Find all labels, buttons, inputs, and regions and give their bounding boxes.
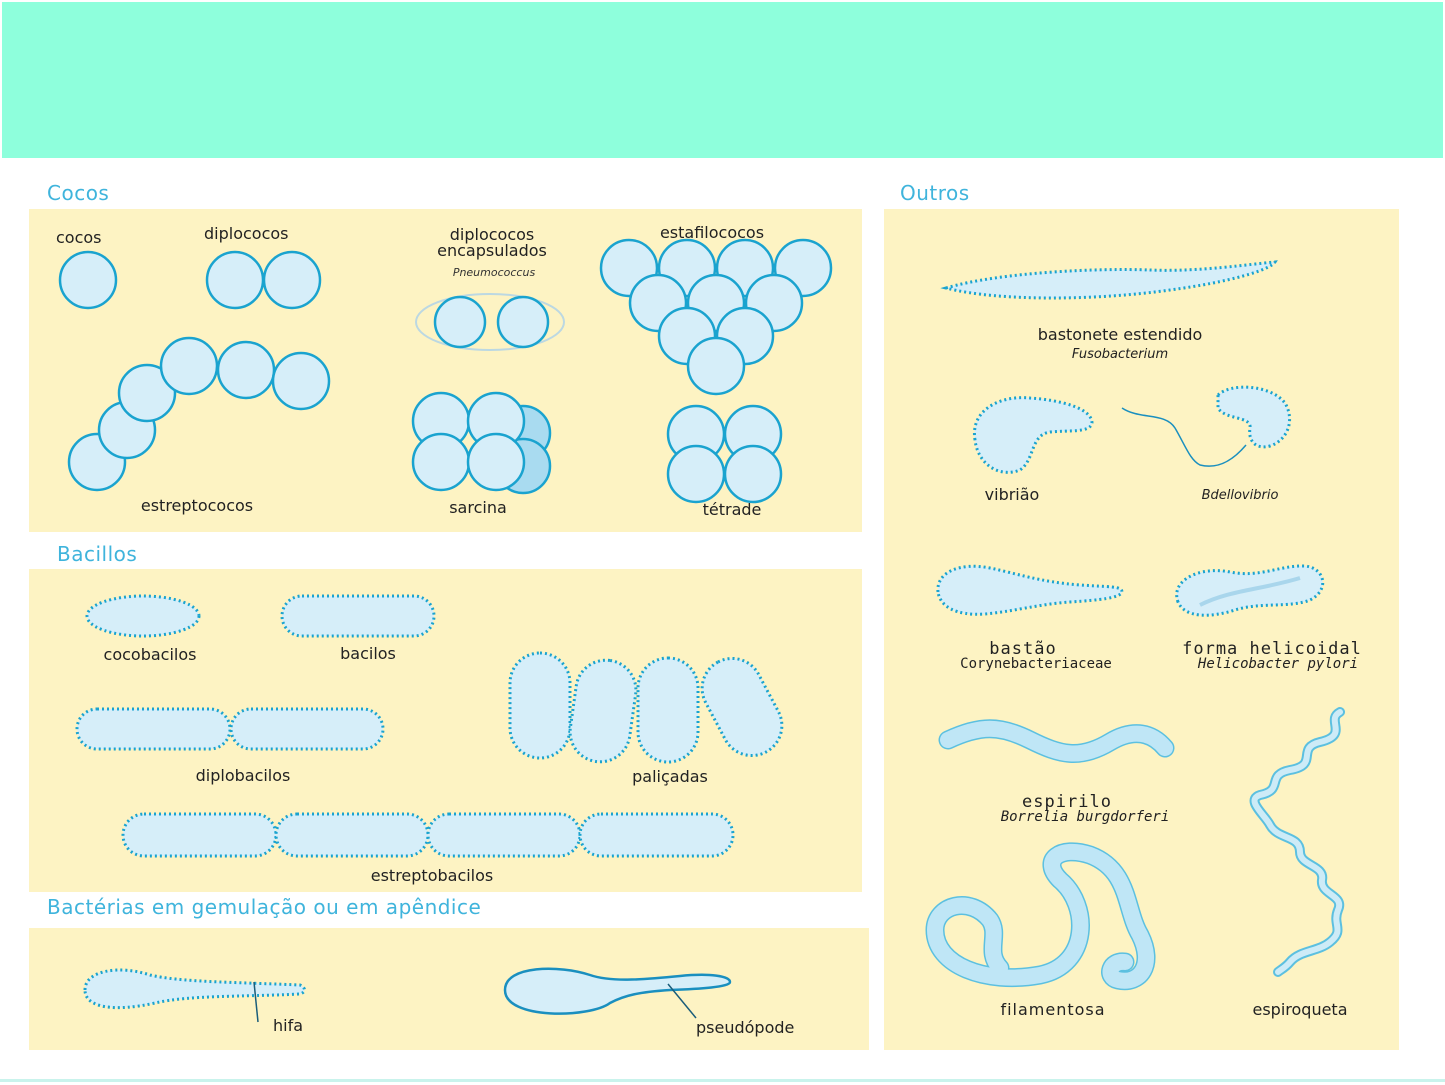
espiroqueta-illustration <box>1249 707 1345 977</box>
label-diplobacilos: diplobacilos <box>196 766 291 785</box>
estreptococos-illustration <box>67 336 331 492</box>
cocobacilos-illustration <box>85 594 201 638</box>
label-bdellovibrio: Bdellovibrio <box>1202 488 1279 503</box>
label-bacilos: bacilos <box>340 644 396 663</box>
label-corynebacteriaceae: Corynebacteriaceae <box>960 656 1112 672</box>
label-espirilo: espirilo <box>1022 792 1112 812</box>
bastao-illustration <box>936 564 1124 616</box>
palicadas-illustration <box>508 651 784 764</box>
label-diplococos-encapsulados-1: diplococos <box>450 225 535 244</box>
hifa-illustration <box>83 968 306 1023</box>
section-title-bacilos: Bacillos <box>57 542 138 566</box>
label-fusobacterium: Fusobacterium <box>1072 347 1168 362</box>
label-cocobacilos: cocobacilos <box>104 645 197 664</box>
label-tetrade: tétrade <box>703 500 762 519</box>
diplococos-encapsulados-illustration <box>415 293 565 351</box>
label-hifa: hifa <box>273 1016 303 1035</box>
filamentosa-illustration <box>925 842 1156 991</box>
estreptobacilos-illustration <box>121 812 735 858</box>
tetrade-illustration <box>666 404 783 504</box>
label-helicobacter: Helicobacter pylori <box>1197 656 1358 672</box>
label-borrelia: Borrelia burgdorferi <box>1001 809 1170 825</box>
label-bastao: bastão <box>989 639 1056 659</box>
diplococos-illustration <box>205 250 322 310</box>
label-espiroqueta: espiroqueta <box>1252 1000 1347 1019</box>
label-diplococos: diplococos <box>204 224 289 243</box>
estafilococos-illustration <box>599 238 833 396</box>
forma-helicoidal-illustration <box>1175 564 1325 617</box>
label-estafilococos: estafilococos <box>660 223 764 242</box>
label-estreptobacilos: estreptobacilos <box>371 866 494 885</box>
label-sarcina: sarcina <box>449 498 507 517</box>
section-title-cocos: Cocos <box>47 181 110 205</box>
cocos-illustration <box>58 250 118 310</box>
label-diplococos-encapsulados-2: encapsulados <box>437 241 547 260</box>
pseudopode-illustration <box>503 967 732 1019</box>
label-filamentosa: filamentosa <box>1000 1000 1105 1019</box>
label-pneumococcus: Pneumococcus <box>453 266 536 279</box>
label-helicoidal: forma helicoidal <box>1182 639 1362 659</box>
label-pseudopode: pseudópode <box>696 1018 794 1037</box>
vibriao-illustration <box>973 396 1094 474</box>
espirilo-illustration <box>938 719 1175 763</box>
diplobacilos-illustration <box>75 707 385 751</box>
label-estreptococos: estreptococos <box>141 496 253 515</box>
bacilos-illustration <box>280 594 436 638</box>
bastonete-estendido-illustration <box>940 260 1278 300</box>
bdellovibrio-illustration <box>1121 385 1291 467</box>
header-band <box>2 2 1443 158</box>
section-title-outros: Outros <box>900 181 970 205</box>
label-vibriao: vibrião <box>985 485 1040 504</box>
sarcina-illustration <box>411 391 552 495</box>
label-palicadas: paliçadas <box>632 767 708 786</box>
label-cocos: cocos <box>56 228 102 247</box>
label-bastonete: bastonete estendido <box>1038 325 1203 344</box>
section-title-gemulacao: Bactérias em gemulação ou em apêndice <box>47 895 482 919</box>
bottom-rule <box>0 1079 1445 1082</box>
